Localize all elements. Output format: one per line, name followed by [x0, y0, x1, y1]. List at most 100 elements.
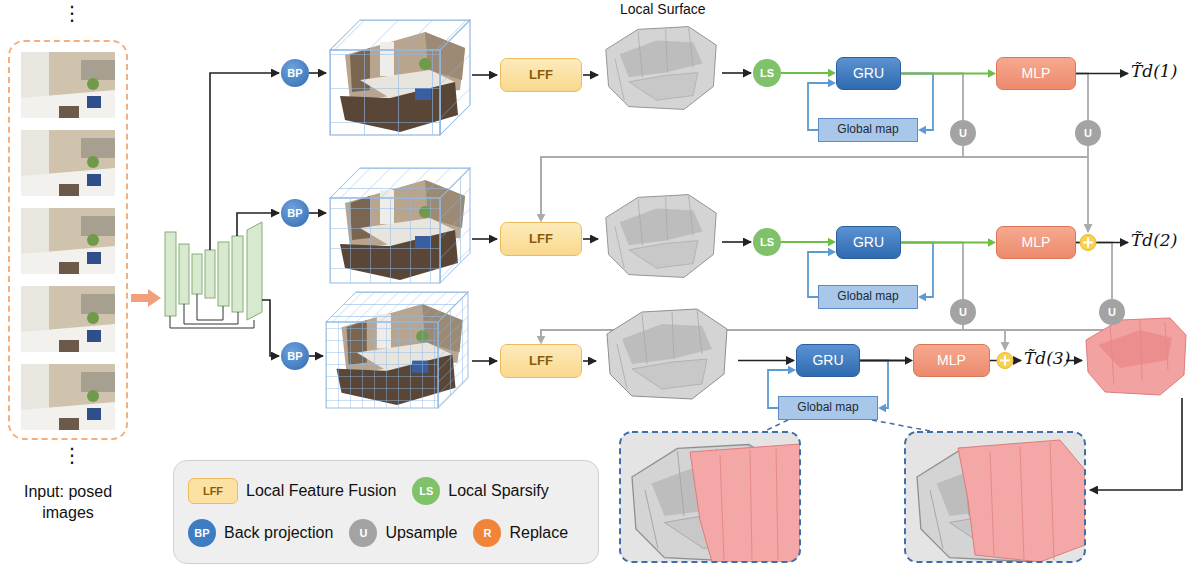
- upsample-circle: U: [1099, 299, 1125, 325]
- input-photos: [21, 52, 115, 118]
- gru-box: GRU: [796, 344, 860, 377]
- node-text: BP: [287, 67, 302, 79]
- feature-lines: [1090, 398, 1182, 490]
- legend-text: Back projection: [224, 524, 333, 542]
- input-photos: [21, 130, 115, 196]
- plus-symbol: [1080, 235, 1096, 251]
- legend-row: LFFLocal Feature Fusion LSLocal Sparsify: [188, 470, 584, 512]
- voxel-volume: [330, 168, 470, 283]
- feature-lines: [722, 72, 751, 74]
- upsample-lines: [1004, 330, 1006, 350]
- legend-swatch: R: [473, 519, 501, 547]
- global-map-box: Global map: [818, 118, 918, 142]
- voxel-volume: [440, 20, 470, 135]
- zoom-inset: [958, 440, 1085, 562]
- local-surface-mesh: [606, 27, 727, 399]
- node-text: LFF: [529, 232, 553, 246]
- legend-row: BP Back projection U Upsample R Replace: [188, 512, 584, 554]
- input-arrow: [131, 289, 161, 307]
- connector-line: [901, 242, 992, 244]
- encoder-network: [232, 236, 243, 312]
- legend-item: LFFLocal Feature Fusion: [188, 478, 396, 504]
- node-text: GRU: [853, 66, 884, 81]
- voxel-volume: [438, 292, 468, 408]
- local-surface-mesh: [607, 309, 727, 399]
- feature-lines: [309, 355, 323, 357]
- node-text: BP: [287, 350, 302, 362]
- feature-lines: [237, 213, 279, 236]
- fusion-box: LFF: [500, 58, 582, 92]
- feature-lines: [472, 360, 497, 362]
- legend-text: Replace: [509, 524, 568, 542]
- input-photos: [21, 208, 115, 274]
- legend-item: U Upsample: [349, 519, 457, 547]
- back-projection-circle: BP: [281, 199, 309, 227]
- gru-box: GRU: [836, 226, 901, 259]
- encoder-network: [192, 254, 202, 294]
- legend-abbreviation: LS: [419, 485, 433, 497]
- node-text: Global map: [797, 401, 858, 414]
- voxel-volume: [326, 322, 438, 408]
- upsample-circle: U: [950, 120, 976, 146]
- output-mesh: [1086, 318, 1186, 395]
- arrowhead: [537, 336, 545, 344]
- local-surface-mesh: [606, 195, 716, 278]
- sparsify-circle: LS: [753, 59, 781, 87]
- arrowhead: [788, 366, 796, 374]
- feature-lines: [738, 360, 794, 362]
- fusion-box: LFF: [500, 222, 582, 256]
- input-photos: [21, 364, 115, 430]
- legend-abbreviation: BP: [194, 527, 209, 539]
- node-text: Input: posed images: [3, 482, 133, 524]
- connector: [901, 74, 963, 121]
- connector-line: [860, 360, 909, 362]
- input-arrow: [148, 289, 161, 307]
- arrowhead: [918, 293, 926, 301]
- zoom-leaders: [765, 420, 788, 431]
- node-text: BP: [287, 207, 302, 219]
- mlp-box: MLP: [996, 226, 1076, 259]
- voxel-volume: [326, 292, 468, 408]
- arrowhead: [537, 214, 545, 222]
- connector: [781, 238, 836, 246]
- connector-line: [541, 325, 963, 340]
- feature-lines: [722, 241, 751, 243]
- node-text: GRU: [853, 235, 884, 250]
- arrowhead: [828, 238, 836, 246]
- legend-text: Local Feature Fusion: [246, 482, 396, 500]
- node-text: MLP: [1022, 235, 1051, 250]
- connector-line: [1076, 243, 1112, 300]
- ellipsis-mark: ⋮: [62, 444, 82, 466]
- sparsify-circle: LS: [753, 228, 781, 256]
- legend-item: LSLocal Sparsify: [412, 477, 549, 505]
- mlp-box: MLP: [913, 344, 990, 377]
- legend-panel: LFFLocal Feature Fusion LSLocal SparsifyB…: [173, 460, 599, 564]
- connector-line: [781, 241, 832, 243]
- legend-abbreviation: U: [359, 527, 367, 539]
- legend-swatch: LS: [412, 477, 440, 505]
- plus-symbol: [997, 353, 1013, 369]
- connector: [901, 69, 996, 77]
- encoder-network: [218, 242, 229, 306]
- encoder-network: [165, 232, 176, 316]
- back-projection-circle: BP: [281, 342, 309, 370]
- output-mesh: [1098, 330, 1172, 368]
- node-text: LFF: [529, 354, 553, 368]
- arrowhead: [918, 126, 926, 134]
- connector-line: [781, 72, 832, 74]
- feature-lines: [309, 72, 326, 74]
- voxel-volume: [440, 168, 470, 283]
- voxel-volume: [330, 198, 440, 283]
- node-text: U: [1084, 127, 1092, 139]
- node-text: GRU: [812, 353, 843, 368]
- legend-text: Upsample: [385, 524, 457, 542]
- connector-line: [901, 73, 992, 75]
- node-text: Global map: [837, 290, 898, 303]
- local-surface-mesh: [606, 27, 716, 110]
- zoom-leaders: [872, 420, 930, 431]
- upsample-lines: [1087, 157, 1089, 232]
- arrowhead: [537, 336, 545, 344]
- zoom-inset: [690, 444, 800, 562]
- voxel-volume: [330, 50, 440, 135]
- input-photos: [21, 52, 115, 430]
